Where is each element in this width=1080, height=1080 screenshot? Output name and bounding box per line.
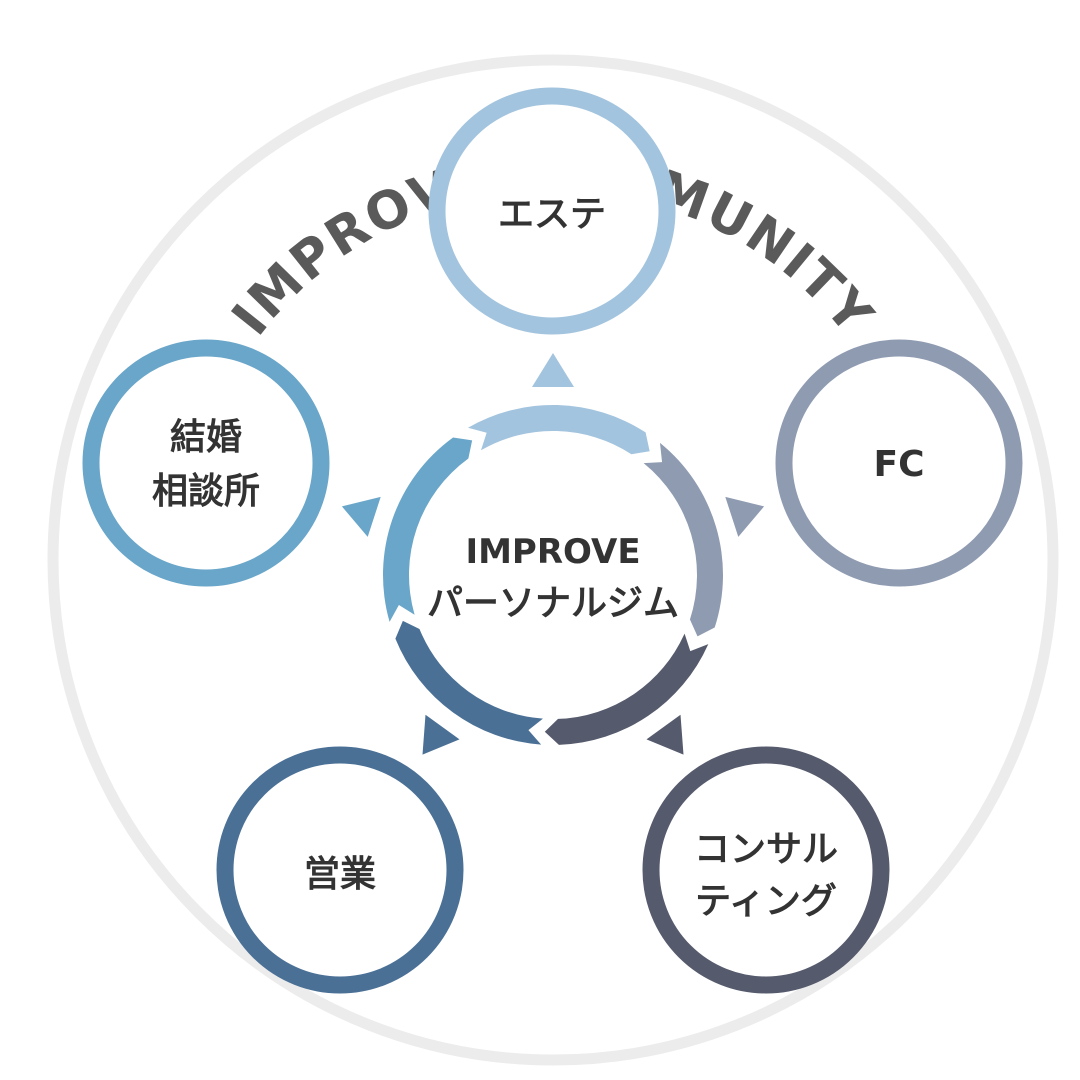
center-label-line2: パーソナルジム: [427, 583, 679, 624]
arrow-to-marriage-agency: [341, 496, 381, 537]
node-fc-ring: [775, 339, 1023, 587]
arrow-to-esthe: [532, 353, 574, 387]
node-marriage-agency-ring: [82, 339, 330, 587]
outward-arrows: [341, 353, 765, 755]
cycle-segment-marriage-agency: [383, 437, 473, 622]
node-consulting-ring: [642, 746, 890, 994]
node-consulting-label-line1: コンサル: [694, 829, 838, 870]
node-sales-label: 営業: [304, 854, 376, 895]
cycle-segment-sales: [395, 620, 543, 745]
cycle-segment-consulting: [544, 633, 709, 745]
node-marriage-agency: 結婚 相談所: [82, 339, 330, 587]
node-esthe: エステ: [428, 87, 676, 335]
cycle-segment-esthe: [468, 404, 650, 455]
node-esthe-ring: [428, 87, 676, 335]
node-sales: 営業: [216, 746, 464, 994]
node-consulting: コンサル ティング: [642, 746, 890, 994]
arrow-to-fc: [725, 496, 765, 537]
node-sales-ring: [216, 746, 464, 994]
arrow-to-consulting: [646, 714, 684, 755]
node-consulting-label-line2: ティング: [695, 881, 837, 922]
arrow-to-sales: [422, 714, 460, 755]
node-marriage-agency-label-line1: 結婚: [170, 417, 242, 458]
center-label-line1: IMPROVE: [465, 532, 640, 572]
node-esthe-label: エステ: [498, 194, 606, 235]
node-fc: FC: [775, 339, 1023, 587]
node-marriage-agency-label-line2: 相談所: [152, 471, 260, 512]
node-fc-label: FC: [873, 444, 924, 485]
center-cycle-ring: [383, 404, 723, 745]
cycle-segment-fc: [643, 442, 723, 637]
